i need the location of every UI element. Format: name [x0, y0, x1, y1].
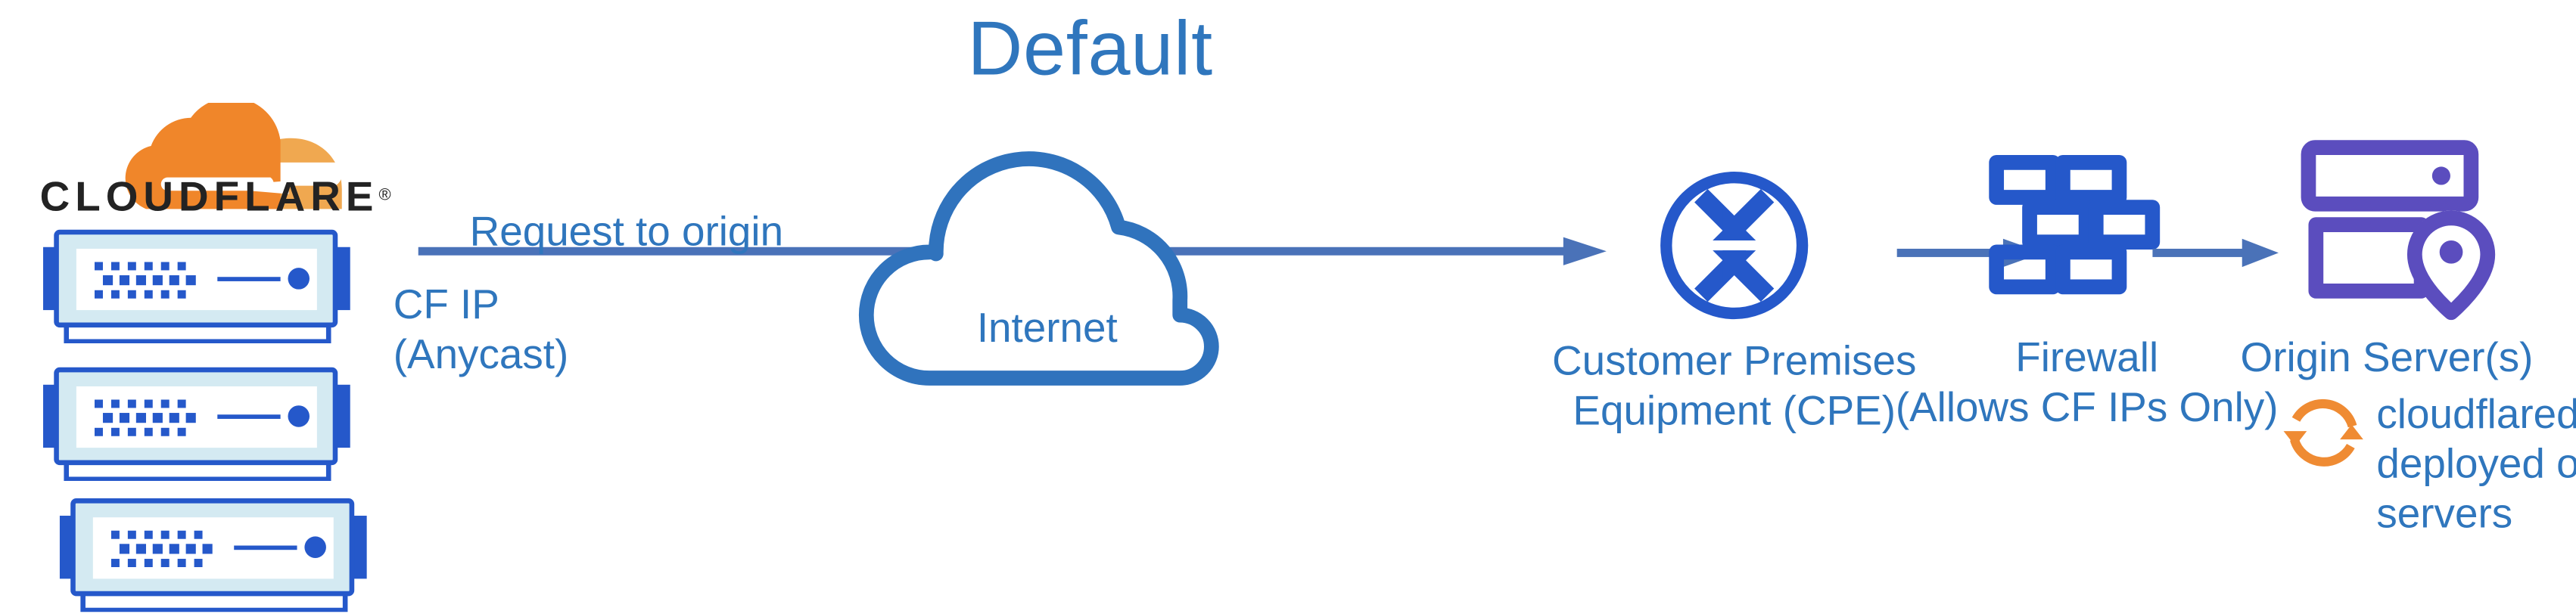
page-title: Default — [967, 5, 1213, 91]
cloudflare-server-unit — [46, 492, 378, 613]
node-label-firewall: Firewall (Allows CF IPs Only) — [1884, 333, 2290, 433]
sync-arrows-icon — [2280, 389, 2366, 484]
cloudflare-wordmark-text: CLOUDFLARE — [39, 174, 379, 221]
cloudflare-server-unit — [30, 361, 362, 482]
node-label-origin: Origin Server(s) — [2241, 333, 2573, 383]
node-label-internet: Internet — [976, 305, 1118, 352]
firewall-label-line-1: Firewall — [2015, 334, 2159, 382]
cloud-icon — [838, 116, 1252, 407]
brick-wall-icon — [1983, 153, 2166, 324]
cloudflare-wordmark: CLOUDFLARE® — [40, 174, 391, 224]
cpe-label-line-1: Customer Premises — [1552, 338, 1917, 385]
cf-ip-line-2: (Anycast) — [393, 331, 569, 379]
server-rack-pin-icon — [2298, 138, 2511, 328]
edge-label-cf-ip: CF IP (Anycast) — [394, 281, 569, 380]
edge-firewall-origin-arrow — [2152, 235, 2282, 280]
cloudflare-logo-icon — [30, 97, 411, 235]
origin-label-text: Origin Server(s) — [2240, 334, 2534, 382]
edge-label-request-to-origin: Request to origin — [469, 209, 784, 256]
cloudflared-annotation-text: cloudflared deployed on servers — [2376, 391, 2576, 538]
cpe-label-line-2: Equipment (CPE) — [1573, 388, 1896, 435]
node-label-cpe: Customer Premises Equipment (CPE) — [1535, 336, 1934, 436]
cf-ip-line-1: CF IP — [393, 281, 499, 329]
firewall-label-line-2: (Allows CF IPs Only) — [1895, 384, 2279, 432]
router-converge-arrows-icon — [1654, 166, 1814, 333]
cloudflare-server-unit — [30, 224, 362, 345]
registered-trademark-symbol: ® — [378, 187, 391, 206]
